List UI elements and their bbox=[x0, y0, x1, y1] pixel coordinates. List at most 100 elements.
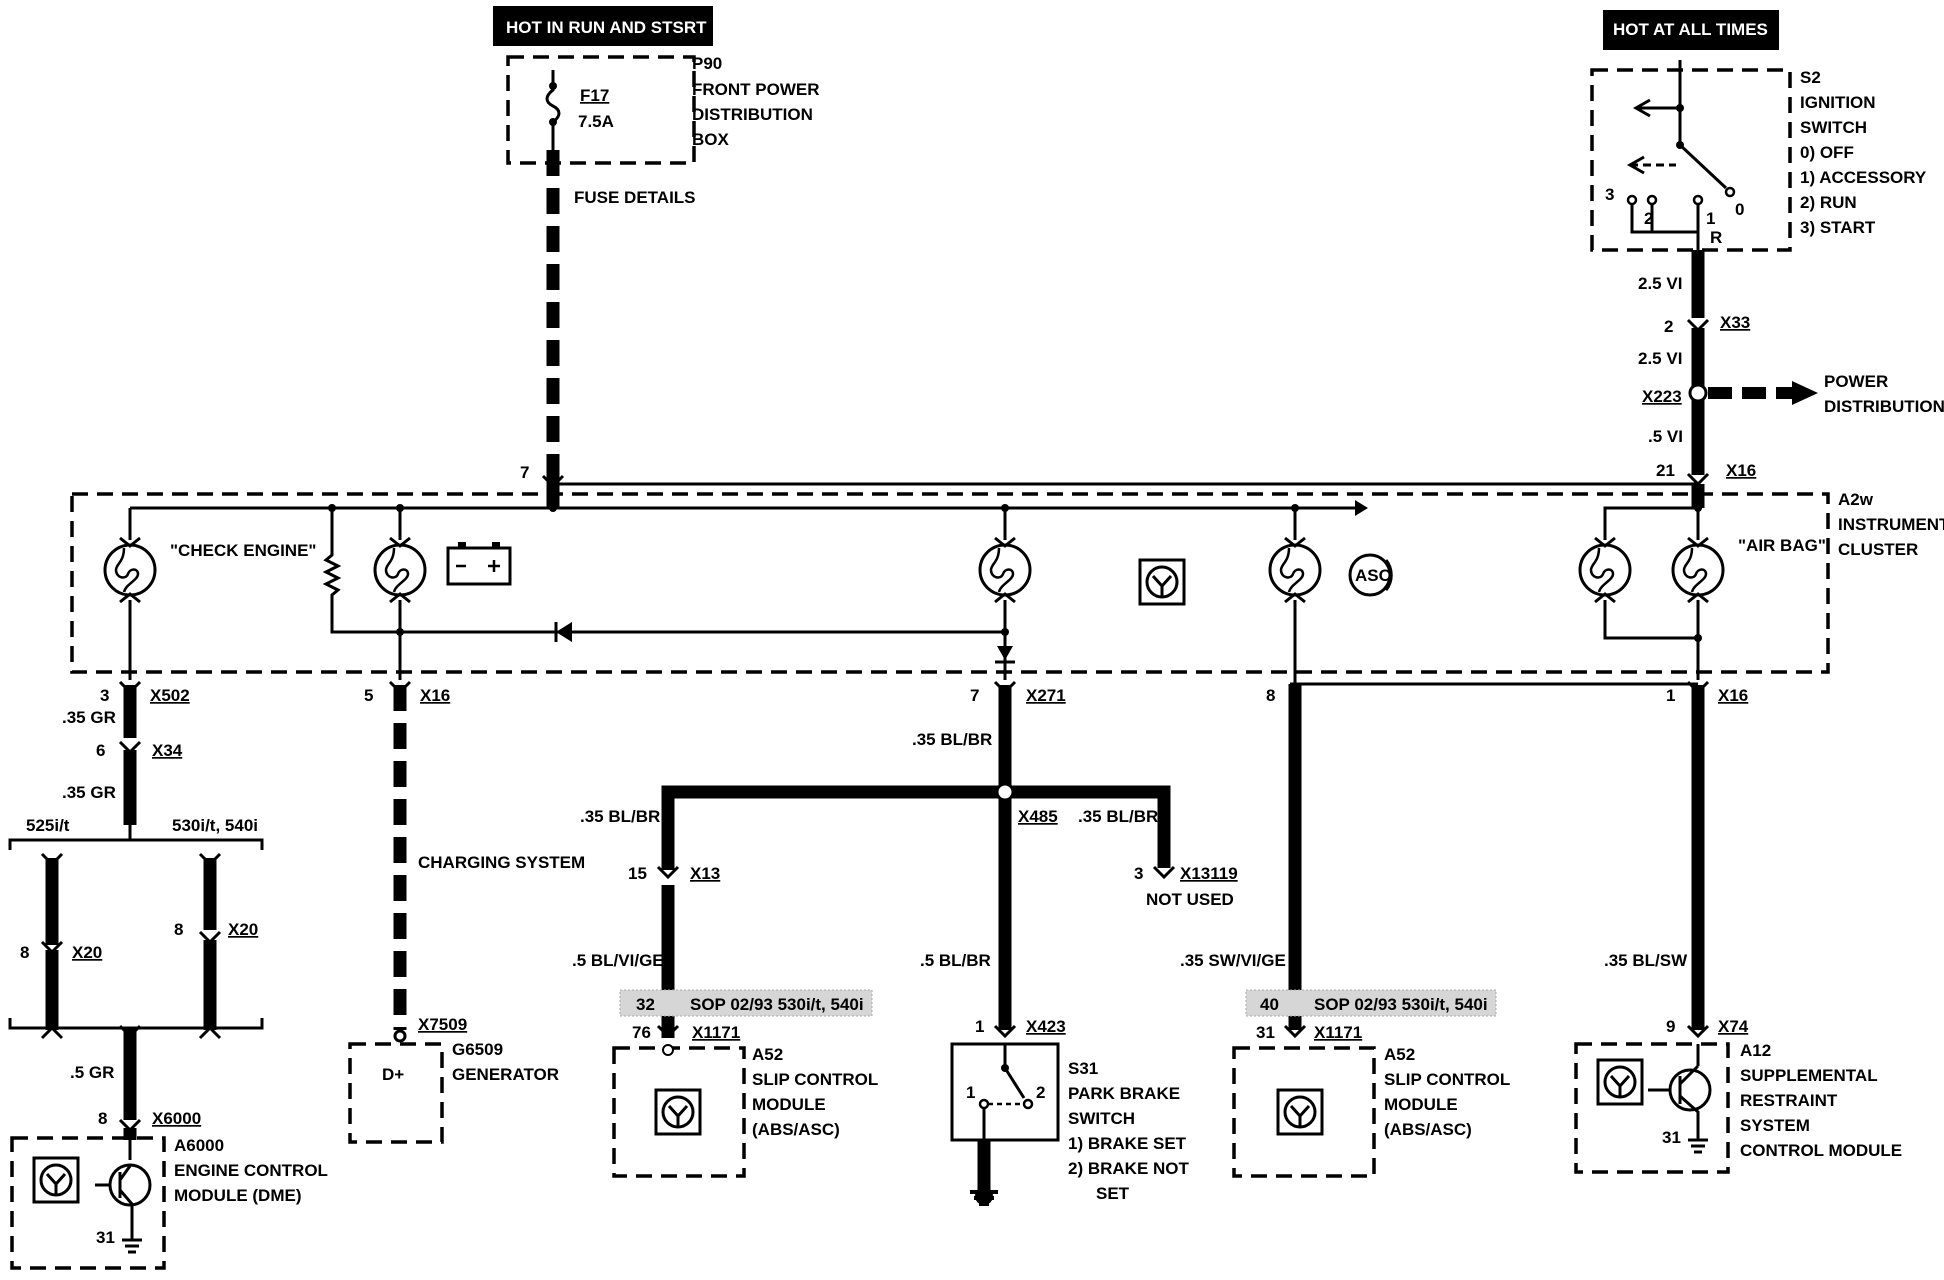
diagram-label: F17 bbox=[580, 86, 609, 105]
diagram-label: MODULE bbox=[752, 1095, 826, 1114]
diagram-label: X271 bbox=[1026, 686, 1066, 705]
diagram-label: X16 bbox=[1718, 686, 1748, 705]
diagram-label: INSTRUMENT bbox=[1838, 515, 1944, 534]
diagram-label: .5 VI bbox=[1648, 427, 1683, 446]
diagram-label: 7.5A bbox=[578, 112, 614, 131]
abs-warning-icon bbox=[1138, 558, 1186, 606]
diagram-label: X502 bbox=[150, 686, 190, 705]
diagram-label: 2 bbox=[1036, 1083, 1045, 1102]
diagram-label: X13 bbox=[690, 864, 720, 883]
header-run-start: HOT IN RUN AND STSRT bbox=[493, 6, 713, 46]
diagram-label: FRONT POWER bbox=[692, 80, 820, 99]
diagram-label: 32 bbox=[636, 995, 655, 1014]
diagram-label: SET bbox=[1096, 1184, 1130, 1203]
diagram-label: MODULE bbox=[1384, 1095, 1458, 1114]
diagram-label: ENGINE CONTROL bbox=[174, 1161, 328, 1180]
diagram-label: .35 BL/BR bbox=[580, 807, 660, 826]
diagram-label: .35 GR bbox=[62, 708, 116, 727]
diagram-label: 1 bbox=[966, 1083, 975, 1102]
diagram-label: .5 BL/BR bbox=[920, 951, 991, 970]
diagram-label: (ABS/ASC) bbox=[1384, 1120, 1472, 1139]
diagram-label: SUPPLEMENTAL bbox=[1740, 1066, 1878, 1085]
diagram-label: G6509 bbox=[452, 1040, 503, 1059]
diagram-label: 31 bbox=[96, 1228, 115, 1247]
diagram-label: X16 bbox=[1726, 461, 1756, 480]
diagram-label: X74 bbox=[1718, 1017, 1749, 1036]
airbag-branch: 1 X16 .35 BL/SW 9 X74 31 A12 SUPPLEMENTA… bbox=[1574, 680, 1902, 1174]
diagram-label: .35 BL/BR bbox=[1078, 807, 1158, 826]
diagram-label: SLIP CONTROL bbox=[752, 1070, 878, 1089]
diagram-label: "AIR BAG" bbox=[1738, 536, 1826, 555]
diagram-label: 8 bbox=[98, 1109, 107, 1128]
diagram-label: 8 bbox=[1266, 686, 1275, 705]
diagram-label: 2) BRAKE NOT bbox=[1068, 1159, 1190, 1178]
diagram-label: P90 bbox=[692, 54, 722, 73]
diagram-label: R bbox=[1710, 228, 1722, 247]
diagram-label: 3) START bbox=[1800, 218, 1876, 237]
diagram-label: 15 bbox=[628, 864, 647, 883]
diagram-label: X20 bbox=[72, 943, 102, 962]
asc-icon: ASC bbox=[1348, 553, 1393, 597]
diagram-label: .35 BL/BR bbox=[912, 730, 992, 749]
diagram-label: SWITCH bbox=[1800, 118, 1867, 137]
diagram-label: (ABS/ASC) bbox=[752, 1120, 840, 1139]
diagram-label: PARK BRAKE bbox=[1068, 1084, 1180, 1103]
diagram-label: 7 bbox=[970, 686, 979, 705]
diagram-label: A52 bbox=[752, 1045, 783, 1064]
diagram-label: MODULE (DME) bbox=[174, 1186, 301, 1205]
pin-7-label: 7 bbox=[520, 463, 529, 482]
diagram-label: HOT AT ALL TIMES bbox=[1613, 20, 1768, 39]
generator-branch: 5 X16 CHARGING SYSTEM X7509 D+ G6509 GEN… bbox=[348, 680, 585, 1144]
diagram-label: X6000 bbox=[152, 1109, 201, 1128]
diagram-label: A2w bbox=[1838, 490, 1874, 509]
diagram-label: 40 bbox=[1260, 995, 1279, 1014]
diagram-label: X33 bbox=[1720, 313, 1750, 332]
diagram-label: 0 bbox=[1735, 200, 1744, 219]
diagram-label: 5 bbox=[364, 686, 373, 705]
right-feed: 2.5 VI 2 X33 2.5 VI X223 POWER DISTRIBUT… bbox=[1638, 250, 1944, 486]
diagram-label: CHARGING SYSTEM bbox=[418, 853, 585, 872]
diagram-label: 8 bbox=[174, 920, 183, 939]
diagram-label: 525i/t bbox=[26, 816, 70, 835]
diagram-label: POWER bbox=[1824, 372, 1888, 391]
diagram-label: SYSTEM bbox=[1740, 1116, 1810, 1135]
diagram-label: 530i/t, 540i bbox=[172, 816, 258, 835]
diagram-label: S31 bbox=[1068, 1059, 1098, 1078]
diagram-label: IGNITION bbox=[1800, 93, 1876, 112]
diagram-label: 2 bbox=[1664, 317, 1673, 336]
diagram-label: 1 bbox=[1666, 686, 1675, 705]
diagram-label: X1171 bbox=[1314, 1023, 1362, 1042]
diagram-label: 0) OFF bbox=[1800, 143, 1854, 162]
diagram-label: S2 bbox=[1800, 68, 1821, 87]
battery-icon bbox=[446, 542, 512, 586]
diagram-label: D+ bbox=[382, 1065, 404, 1084]
diagram-label: 9 bbox=[1666, 1017, 1675, 1036]
diagram-label: 31 bbox=[1662, 1128, 1681, 1147]
center-branch: 7 X271 .35 BL/BR .35 BL/BR X485 .35 BL/B… bbox=[572, 680, 1238, 1206]
diagram-label: A52 bbox=[1384, 1045, 1415, 1064]
diagram-label: X20 bbox=[228, 920, 258, 939]
diagram-label: NOT USED bbox=[1146, 890, 1234, 909]
diagram-label: 2.5 VI bbox=[1638, 274, 1682, 293]
diagram-label: .5 GR bbox=[70, 1063, 114, 1082]
diagram-label: BOX bbox=[692, 130, 730, 149]
diagram-label: X7509 bbox=[418, 1015, 467, 1034]
diagram-label: SOP 02/93 530i/t, 540i bbox=[1314, 995, 1488, 1014]
right-abs-branch: 8 .35 SW/VI/GE 40 SOP 02/93 530i/t, 540i… bbox=[1180, 680, 1698, 1178]
diagram-label: SWITCH bbox=[1068, 1109, 1135, 1128]
diagram-label: X34 bbox=[152, 741, 183, 760]
diagram-label: GENERATOR bbox=[452, 1065, 559, 1084]
diagram-label: "CHECK ENGINE" bbox=[170, 541, 316, 560]
diagram-label: 1 bbox=[1706, 209, 1715, 228]
instrument-cluster-a2w: A2w INSTRUMENT CLUSTER "CHECK ENGINE" bbox=[70, 474, 1944, 680]
diagram-label: 1) BRAKE SET bbox=[1068, 1134, 1187, 1153]
fuse-details-label: FUSE DETAILS bbox=[574, 188, 696, 207]
diagram-label: ASC bbox=[1355, 566, 1391, 585]
diagram-label: 76 bbox=[632, 1023, 651, 1042]
ignition-switch-s2: 3 2 1 0 R S2 IGNITION SWITCH 0) OFF 1) A… bbox=[1590, 60, 1927, 262]
diagram-label: 21 bbox=[1656, 461, 1675, 480]
diagram-label: X13119 bbox=[1180, 864, 1238, 883]
fuse-box-p90: F17 7.5A P90 FRONT POWER DISTRIBUTION BO… bbox=[506, 54, 820, 165]
diagram-label: X16 bbox=[420, 686, 450, 705]
diagram-label: DISTRIBUTION bbox=[1824, 397, 1944, 416]
